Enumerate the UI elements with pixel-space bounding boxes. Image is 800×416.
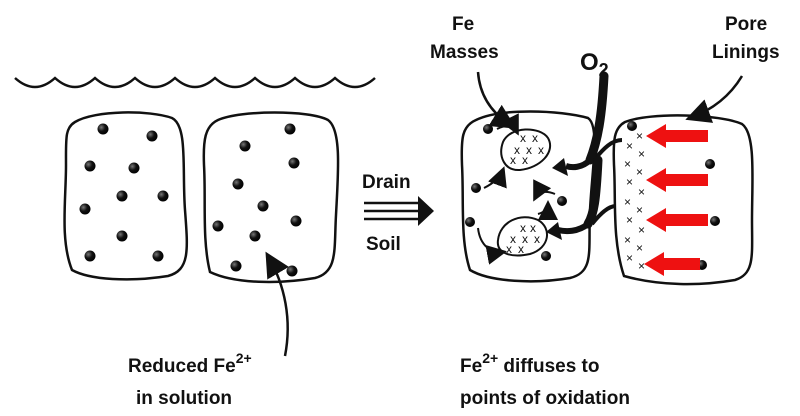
x-mark: × <box>624 233 631 247</box>
x-mark: x <box>538 143 544 157</box>
red-arrows <box>644 124 708 276</box>
fe-ion-dot <box>289 158 300 169</box>
x-mark: × <box>624 157 631 171</box>
ions-left <box>80 124 302 277</box>
x-mark: × <box>638 223 645 237</box>
fe-ion-dot <box>98 124 109 135</box>
fe-ion-dot <box>80 204 91 215</box>
fe-ion-dot <box>129 163 140 174</box>
fe-ion-dot <box>557 196 567 206</box>
fe-ion-dot <box>240 141 251 152</box>
soil-aggregate-right-1 <box>462 112 595 282</box>
x-mark: × <box>638 185 645 199</box>
x-mark: x <box>534 232 540 246</box>
red-arrow <box>644 252 700 276</box>
x-mark: x <box>510 153 516 167</box>
x-mark: × <box>638 259 645 273</box>
x-mark: × <box>626 175 633 189</box>
x-mark: × <box>626 139 633 153</box>
drain-label: Drain <box>362 172 411 193</box>
fe-ion-dot <box>85 161 96 172</box>
pore-lining-marks: × × × × × × × × × × × × × × × <box>624 129 645 273</box>
fe-ion-dot <box>258 201 269 212</box>
fe-ion-dot <box>465 217 475 227</box>
x-mark: × <box>624 195 631 209</box>
oxygen-flow-arrows <box>546 76 622 240</box>
fe-masses-label-line2: Masses <box>430 42 499 63</box>
x-mark: × <box>638 147 645 161</box>
soil-label: Soil <box>366 234 401 255</box>
pointer-arrow-pore-linings <box>690 76 742 118</box>
fe-ion-dot <box>213 221 224 232</box>
o2-label: O2 <box>580 49 609 80</box>
fe-ion-dot <box>117 231 128 242</box>
pointer-arrow-reduced <box>268 256 288 356</box>
fe-diffuses-label-line2: points of oxidation <box>460 388 630 409</box>
fe-ion-dot <box>147 131 158 142</box>
pore-linings-label-line1: Pore <box>725 14 767 35</box>
fe-ion-dot <box>231 261 242 272</box>
x-mark: x <box>506 242 512 256</box>
x-mark: × <box>636 203 643 217</box>
red-arrow <box>646 124 708 148</box>
x-mark: × <box>636 165 643 179</box>
fe-masses-label-line1: Fe <box>452 14 474 35</box>
fe-ion-dot <box>705 159 715 169</box>
fe-ion-dot <box>541 251 551 261</box>
x-mark: × <box>626 251 633 265</box>
fe-ion-dot <box>483 124 493 134</box>
x-mark: × <box>636 129 643 143</box>
drain-arrow <box>364 196 434 226</box>
x-mark: x <box>518 242 524 256</box>
x-mark: x <box>522 153 528 167</box>
fe-ion-dot <box>85 251 96 262</box>
fe-ion-dot <box>250 231 261 242</box>
soil-aggregate-left-2 <box>204 113 338 282</box>
fe-ion-dot <box>153 251 164 262</box>
water-surface-wave <box>15 78 375 87</box>
fe-ion-dot <box>117 191 128 202</box>
reduced-fe-label-line2: in solution <box>136 388 232 409</box>
fe-ion-dot <box>158 191 169 202</box>
x-mark: × <box>626 213 633 227</box>
red-arrow <box>646 208 708 232</box>
reduced-fe-label: Reduced Fe2+ <box>128 350 252 377</box>
fe-ion-dot <box>471 183 481 193</box>
x-mark: × <box>636 241 643 255</box>
red-arrow <box>646 168 708 192</box>
fe-ion-dot <box>233 179 244 190</box>
pore-linings-label-line2: Linings <box>712 42 780 63</box>
fe-ion-dot <box>285 124 296 135</box>
fe-ion-dot <box>287 266 298 277</box>
fe-ion-dot <box>710 216 720 226</box>
fe-diffuses-label: Fe2+ diffuses to <box>460 350 600 377</box>
fe-ion-dot <box>291 216 302 227</box>
